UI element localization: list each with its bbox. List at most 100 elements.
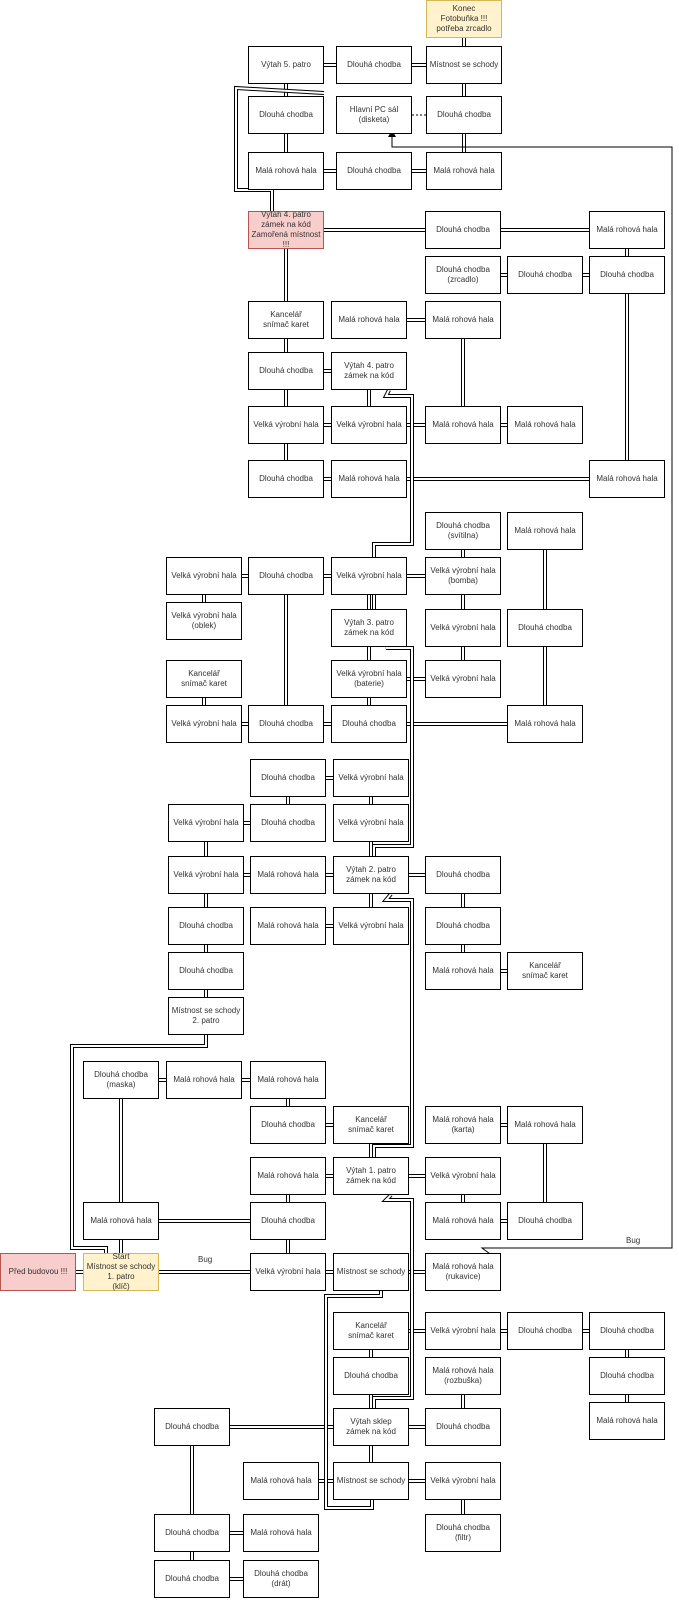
room-node: Dlouhá chodba (248, 557, 324, 595)
room-node: Dlouhá chodba (507, 256, 583, 294)
corridor-link-inner (373, 1194, 413, 1408)
room-node: Malá rohová hala (426, 152, 502, 190)
room-node: Dlouhá chodba (250, 804, 326, 842)
room-node: Místnost se schody 2. patro (168, 997, 244, 1035)
room-node: Dlouhá chodba (248, 460, 324, 498)
room-node: Dlouhá chodba (425, 1408, 501, 1446)
corridor-link-inner (373, 646, 413, 856)
room-node: Dlouhá chodba (336, 46, 412, 84)
room-node: Místnost se schody (333, 1253, 409, 1291)
room-node: Dlouhá chodba (507, 1312, 583, 1350)
room-node: Dlouhá chodba (drát) (243, 1560, 319, 1598)
room-node: Dlouhá chodba (168, 952, 244, 990)
room-node: Dlouhá chodba (426, 96, 502, 134)
room-node: Malá rohová hala (karta) (425, 1106, 501, 1144)
bug-link (391, 137, 673, 1263)
room-node: Malá rohová hala (589, 460, 665, 498)
room-node: Velká výrobní hala (425, 1157, 501, 1195)
room-node: Velká výrobní hala (425, 1462, 501, 1500)
room-node: Výtah 2. patro zámek na kód (333, 856, 409, 894)
room-node: Malá rohová hala (243, 1514, 319, 1552)
room-node: Malá rohová hala (507, 512, 583, 550)
room-node: Velká výrobní hala (333, 759, 409, 797)
room-node: Kancelář snímač karet (333, 1106, 409, 1144)
room-node: Kancelář snímač karet (333, 1312, 409, 1350)
room-node: Dlouhá chodba (maska) (83, 1061, 159, 1099)
corridor-link-inner (325, 1291, 382, 1509)
room-node: Velká výrobní hala (250, 1253, 326, 1291)
room-node: Dlouhá chodba (331, 705, 407, 743)
room-node: Dlouhá chodba (589, 1357, 665, 1395)
room-node: Velká výrobní hala (baterie) (331, 660, 407, 698)
room-node: Dlouhá chodba (250, 1106, 326, 1144)
room-node: Výtah 4. patro zámek na kód Zamořená mís… (248, 210, 324, 249)
room-node: Dlouhá chodba (248, 96, 324, 134)
room-node: Velká výrobní hala (331, 406, 407, 444)
room-node: Malá rohová hala (rukavice) (425, 1253, 501, 1291)
room-node: Malá rohová hala (425, 406, 501, 444)
room-node: Místnost se schody (333, 1462, 409, 1500)
room-node: Velká výrobní hala (168, 856, 244, 894)
room-node: Velká výrobní hala (333, 804, 409, 842)
room-node: Velká výrobní hala (425, 609, 501, 647)
room-node: Výtah 5. patro (248, 46, 324, 84)
room-node: Malá rohová hala (425, 1202, 501, 1240)
room-node: Malá rohová hala (331, 460, 407, 498)
room-node: Dlouhá chodba (589, 1312, 665, 1350)
corridor-link-inner (373, 389, 413, 609)
room-node: Dlouhá chodba (154, 1560, 230, 1598)
room-node: Dlouhá chodba (507, 609, 583, 647)
room-node: Malá rohová hala (331, 301, 407, 339)
room-node: Velká výrobní hala (248, 406, 324, 444)
room-node: Malá rohová hala (250, 1157, 326, 1195)
room-node: Malá rohová hala (507, 1106, 583, 1144)
room-node: Dlouhá chodba (250, 1202, 326, 1240)
room-node: Malá rohová hala (589, 211, 665, 249)
room-node: Start Místnost se schody 1. patro (klíč) (83, 1252, 159, 1291)
room-node: Dlouhá chodba (filtr) (425, 1514, 501, 1552)
room-node: Dlouhá chodba (168, 907, 244, 945)
room-node: Velká výrobní hala (425, 660, 501, 698)
room-node: Malá rohová hala (rozbuška) (425, 1357, 501, 1395)
room-node: Dlouhá chodba (589, 256, 665, 294)
room-node: Velká výrobní hala (166, 705, 242, 743)
room-node: Dlouhá chodba (154, 1514, 230, 1552)
room-node: Malá rohová hala (250, 1061, 326, 1099)
room-node: Malá rohová hala (248, 152, 324, 190)
room-node: Malá rohová hala (425, 952, 501, 990)
room-node: Velká výrobní hala (166, 557, 242, 595)
room-node: Dlouhá chodba (425, 856, 501, 894)
corridor-link-inner (373, 893, 413, 1157)
room-node: Dlouhá chodba (425, 907, 501, 945)
edge-label: Bug (626, 1236, 641, 1245)
room-node: Velká výrobní hala (bomba) (425, 557, 501, 595)
room-node: Dlouhá chodba (zrcadlo) (425, 256, 501, 294)
room-node: Dlouhá chodba (507, 1202, 583, 1240)
room-node: Malá rohová hala (166, 1061, 242, 1099)
room-node: Dlouhá chodba (154, 1408, 230, 1446)
room-node: Dlouhá chodba (svítilna) (425, 512, 501, 550)
room-node: Malá rohová hala (243, 1462, 319, 1500)
room-node: Výtah 3. patro zámek na kód (331, 609, 407, 647)
room-node: Malá rohová hala (83, 1202, 159, 1240)
room-node: Výtah 4. patro zámek na kód (331, 352, 407, 390)
room-node: Velká výrobní hala (331, 557, 407, 595)
room-node: Před budovou !!! (0, 1253, 76, 1291)
room-node: Malá rohová hala (425, 301, 501, 339)
room-node: Dlouhá chodba (250, 759, 326, 797)
room-node: Dlouhá chodba (333, 1357, 409, 1395)
room-node: Dlouhá chodba (248, 705, 324, 743)
room-node: Výtah 1. patro zámek na kód (333, 1157, 409, 1195)
room-node: Výtah sklep zámek na kód (333, 1408, 409, 1446)
room-node: Malá rohová hala (250, 907, 326, 945)
room-node: Dlouhá chodba (248, 352, 324, 390)
room-node: Kancelář snímač karet (248, 301, 324, 339)
corridor-link-inner (71, 1035, 207, 1253)
room-node: Kancelář snímač karet (507, 952, 583, 990)
room-node: Velká výrobní hala (oblek) (166, 602, 242, 640)
room-node: Velká výrobní hala (168, 804, 244, 842)
room-node: Konec Fotobuňka !!! potřeba zrcadlo (426, 0, 502, 38)
room-node: Malá rohová hala (250, 856, 326, 894)
